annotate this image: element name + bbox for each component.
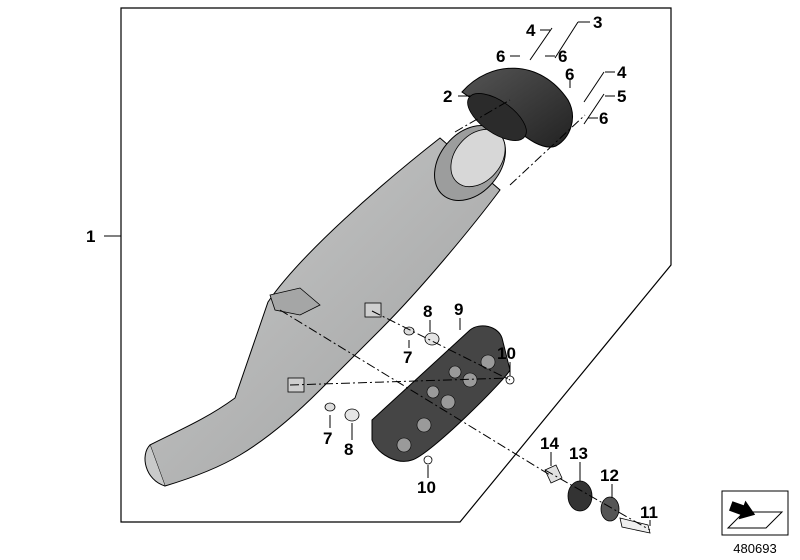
callout-10a: 10 [497,344,516,363]
washer-7-upper [403,326,415,336]
callout-6a: 6 [496,47,505,66]
callout-4b: 4 [617,63,627,82]
callout-13: 13 [569,444,588,463]
callout-8a: 8 [423,302,432,321]
callout-11: 11 [640,503,658,522]
axis-line-bracket [279,309,551,476]
callout-2: 2 [443,87,452,106]
axis-line-cap-a [454,99,511,133]
nut-10-lower [423,455,433,465]
axis-line-bolt [544,469,651,531]
washer-7-lower [324,402,336,412]
callout-8b: 8 [344,440,353,459]
washer-12 [600,496,620,522]
sleeve-14 [544,464,563,484]
exploded-view-thumbnail-icon [721,490,789,536]
callout-1: 1 [86,227,95,246]
mount-tab-upper [364,302,382,318]
callout-4a: 4 [526,21,536,40]
heat-shield [371,325,511,462]
callout-6b: 6 [558,47,567,66]
reference-number: 480693 [733,541,776,556]
washer-8-upper [424,332,440,346]
end-cap [461,67,573,148]
mount-bracket-upper [269,287,321,316]
muffler-body [144,124,506,487]
callout-5: 5 [617,87,626,106]
callout-7b: 7 [323,429,332,448]
axis-line-lower [289,377,511,386]
callout-7a: 7 [403,348,412,367]
cap-screws [529,21,605,125]
callout-3: 3 [593,13,602,32]
axis-line-cap-b [509,114,586,186]
callout-6c: 6 [565,65,574,84]
axis-line-upper [371,310,511,381]
bolt-11 [619,517,651,534]
washer-8-lower [344,408,360,422]
callout-6d: 6 [599,109,608,128]
callout-10b: 10 [417,478,436,497]
callout-9: 9 [454,300,463,319]
callout-14: 14 [540,434,559,453]
callout-12: 12 [600,466,619,485]
assembly-frame [120,7,672,523]
